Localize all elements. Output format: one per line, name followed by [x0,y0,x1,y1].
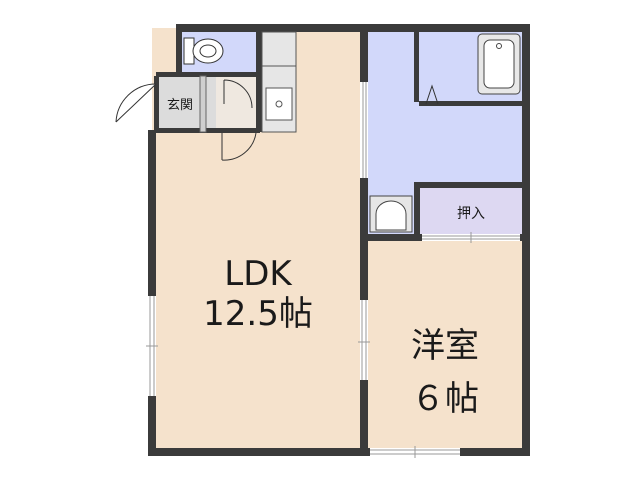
doors [115,75,439,161]
hall-floor [216,76,260,130]
ldk-name-label: LDK [224,254,293,294]
ldk-size-label: 12.5帖 [203,294,313,334]
toilet-icon [183,37,224,65]
kitchen-counter-icon [261,31,297,133]
western-room-floor [364,238,526,452]
western-room-size-label: ６帖 [411,379,479,419]
western-room-name-label: 洋室 [411,326,479,366]
closet-floor [418,186,526,238]
bathtub-icon [477,33,521,95]
closet-label: 押入 [457,206,485,222]
entrance-label: 玄関 [167,98,193,113]
windows [146,82,520,458]
washbasin-icon [369,195,413,233]
